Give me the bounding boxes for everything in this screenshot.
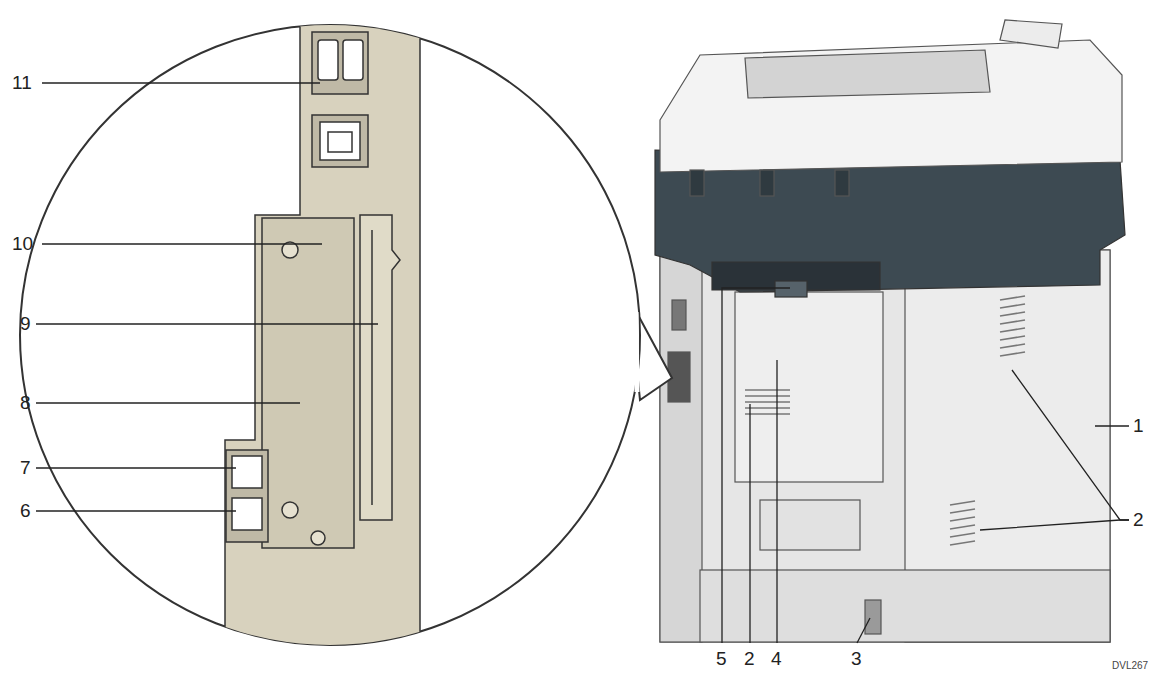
leader-line [857,618,870,643]
vent [1000,328,1025,332]
control-band [655,150,1125,297]
detail-circle [630,300,672,400]
document-feeder [660,40,1122,172]
callout-number: 2 [744,648,755,670]
callout-number: 10 [12,233,33,255]
callout-number: 1 [1133,415,1144,437]
callout-number: 11 [12,72,32,94]
vent [950,501,975,505]
leader-line [42,82,320,83]
leader-line [42,243,322,244]
vent [745,401,790,403]
vent [745,296,1025,545]
port-panel [232,498,262,530]
control-band [655,150,1125,292]
port-panel [371,230,373,505]
callout-number: 8 [20,392,31,414]
callout-number: 3 [851,648,862,670]
vent [745,395,790,397]
port-panel [311,531,325,545]
vent [950,517,975,521]
leader-line [722,288,790,643]
printer-body [660,250,1110,642]
printer-body [660,250,1110,642]
vent [745,413,790,415]
port-panel [343,40,363,80]
port-panel [320,122,360,160]
leader-line [36,467,236,468]
document-feeder [760,170,774,196]
printer-body [760,500,860,550]
printer-body [672,300,686,330]
vent [950,525,975,529]
vent [950,533,975,537]
vent [1000,296,1025,300]
leader-line [36,323,378,324]
vent [745,389,790,391]
printer-body [660,250,702,642]
leader-line [36,83,1129,643]
port-panel [225,10,420,660]
document-feeder [1000,20,1062,48]
callout-number: 7 [20,457,31,479]
port-panel [312,115,368,167]
vent [745,407,790,409]
leader-line [1095,425,1129,426]
port-panel [232,456,262,488]
vent [1000,304,1025,308]
callout-number: 6 [20,500,31,522]
port-panel [262,218,354,548]
port-panel [282,502,298,518]
port-panel [225,10,420,660]
leader-line [36,510,236,511]
leader-line [36,402,300,403]
document-feeder [835,170,849,196]
vent [1000,336,1025,340]
port-panel [312,32,368,94]
leader-line [980,520,1129,530]
vent [1000,352,1025,356]
vent [1000,320,1025,324]
port-panel [226,450,268,542]
vent [950,541,975,545]
port-panel [360,215,400,520]
document-feeder [660,20,1122,196]
control-band [775,281,807,297]
port-panel [318,40,338,80]
leader-line [749,404,750,643]
document-feeder [690,170,704,196]
printer-body [865,600,881,634]
detail-circle [636,312,637,392]
callout-number: 5 [716,648,727,670]
printer-body [700,570,1110,642]
leader-line [1012,370,1129,520]
vent [1000,344,1025,348]
printer-body [735,292,883,482]
port-panel [328,132,352,152]
document-feeder [745,50,990,98]
vent [950,509,975,513]
callout-number: 4 [771,648,782,670]
callout-number: 2 [1133,509,1144,531]
figure-code: DVL267 [1112,660,1148,672]
vent [1000,312,1025,316]
leader-line [776,360,777,643]
callout-number: 9 [20,313,31,335]
